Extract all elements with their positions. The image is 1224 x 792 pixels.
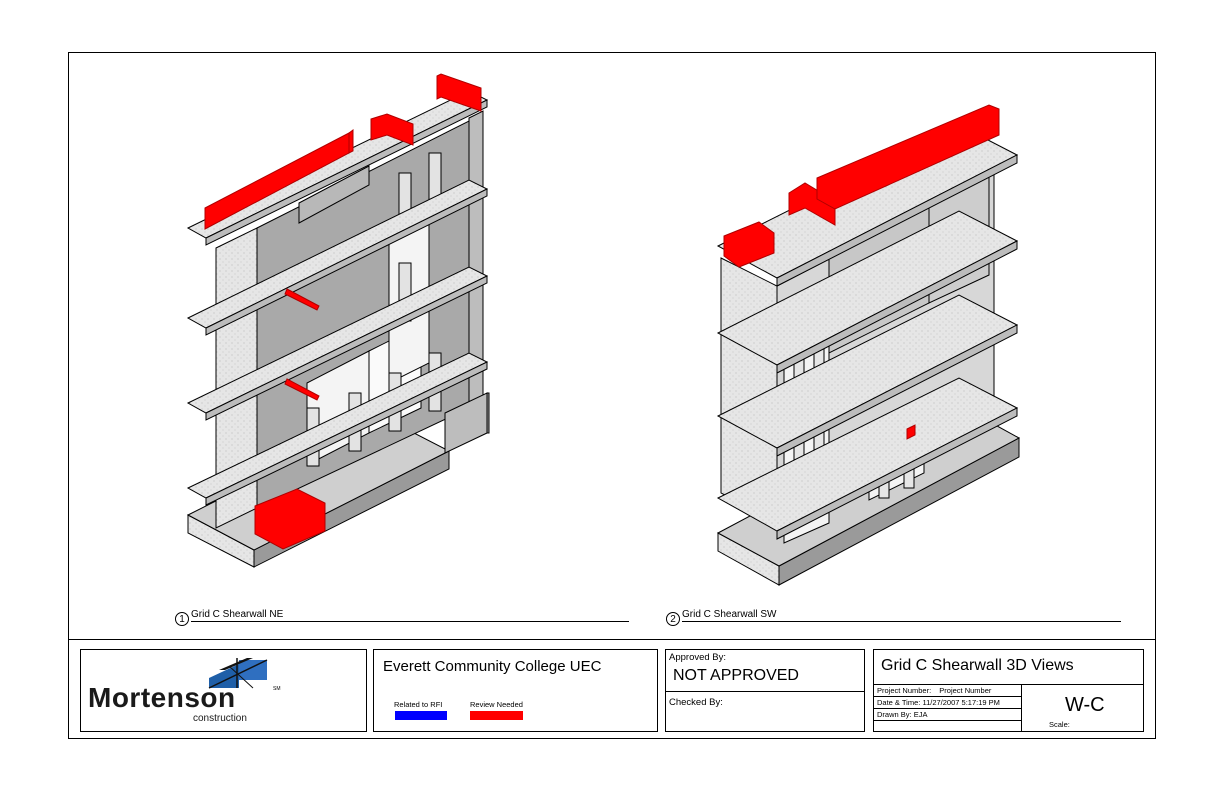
drawing-sheet: 1 Grid C Shearwall NE 2 Grid C Shearwall… [68, 52, 1156, 739]
legend-rfi-label: Related to RFI [394, 700, 443, 709]
mortenson-logo-icon [208, 658, 268, 689]
company-logo-box: Mortenson SM construction [80, 649, 367, 732]
datetime-row: Date & Time: 11/27/2007 5:17:19 PM [877, 698, 1000, 707]
drawing-area [69, 53, 1155, 639]
row-divider-3 [874, 720, 1021, 721]
view-1-title: Grid C Shearwall NE [191, 609, 284, 620]
drawn-by-label: Drawn By: [877, 710, 912, 719]
view-2-model [716, 124, 1021, 586]
view-2-review-highlights [723, 104, 1000, 440]
sheet-info-divider [874, 684, 1143, 685]
sheet-info-col-divider [1021, 684, 1022, 731]
row-divider-2 [874, 708, 1021, 709]
view-2-title: Grid C Shearwall SW [682, 609, 777, 620]
project-number-label: Project Number: [877, 686, 932, 695]
project-name: Everett Community College UEC [383, 658, 602, 675]
datetime-label: Date & Time: [877, 698, 921, 707]
view-1-review-highlights [204, 73, 482, 550]
row-divider-1 [874, 696, 1021, 697]
legend-rfi-swatch [395, 711, 447, 720]
sheet-info-box: Grid C Shearwall 3D Views Project Number… [873, 649, 1144, 732]
drawing-canvas [186, 73, 1021, 586]
service-mark: SM [273, 686, 281, 692]
company-name: Mortenson [88, 682, 236, 713]
legend-review-swatch [470, 711, 523, 720]
company-subtitle: construction [193, 713, 247, 724]
scale-label: Scale: [1049, 720, 1070, 729]
approval-status: NOT APPROVED [673, 667, 799, 684]
project-number-row: Project Number: Project Number [877, 686, 991, 695]
drawn-by-value: EJA [913, 710, 928, 719]
project-box: Everett Community College UEC Related to… [373, 649, 658, 732]
view-2-underline [682, 621, 1121, 622]
view-1-number: 1 [175, 612, 189, 626]
sheet-number: W-C [1065, 694, 1105, 716]
approval-divider [666, 691, 864, 692]
approved-by-label: Approved By: [669, 652, 727, 663]
view-2-number: 2 [666, 612, 680, 626]
approval-box: Approved By: NOT APPROVED Checked By: [665, 649, 865, 732]
sheet-title: Grid C Shearwall 3D Views [881, 657, 1074, 674]
datetime-value: 11/27/2007 5:17:19 PM [922, 698, 1000, 707]
view-1-underline [191, 621, 629, 622]
legend-review-label: Review Needed [470, 700, 523, 709]
checked-by-label: Checked By: [669, 697, 723, 708]
project-number-value: Project Number [939, 686, 992, 695]
titleblock-separator [69, 639, 1155, 640]
view-1-model [186, 90, 490, 568]
drawn-by-row: Drawn By: EJA [877, 710, 927, 719]
